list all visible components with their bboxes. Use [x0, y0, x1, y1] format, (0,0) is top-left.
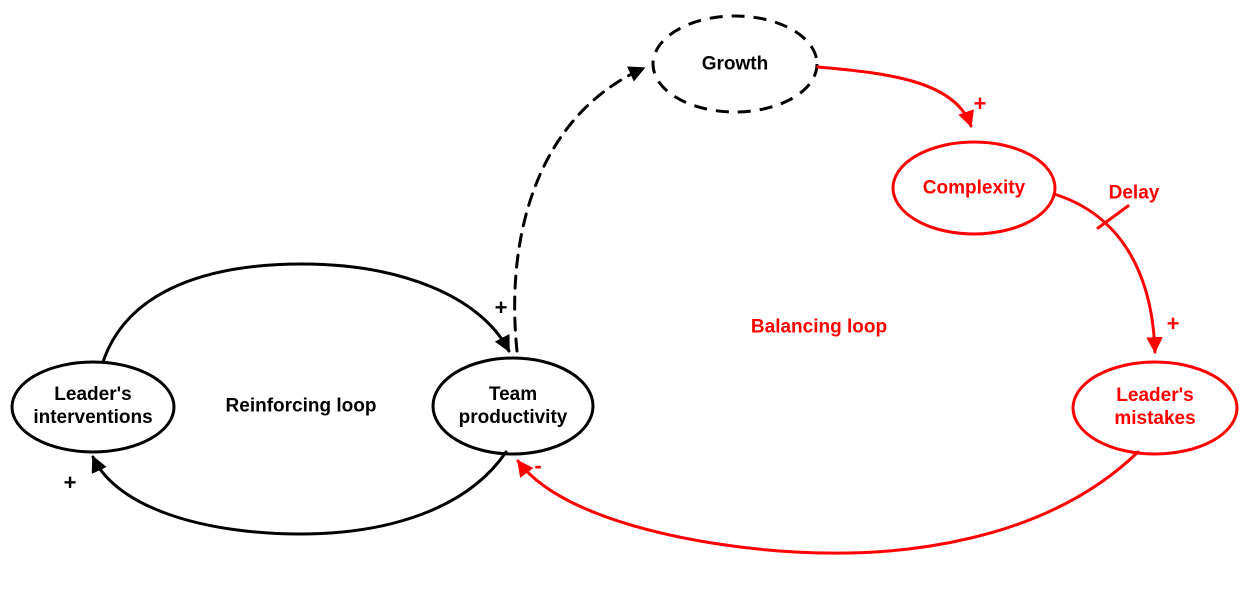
sign-plus-interventions-to-productivity: +: [494, 295, 508, 320]
node-growth-label: Growth: [701, 53, 769, 75]
edge-interventions-to-productivity: [101, 262, 511, 364]
sign-minus-mistakes-to-productivity: -: [534, 453, 542, 478]
sign-plus-complexity-to-mistakes: +: [1166, 311, 1180, 336]
node-complexity-ellipse: [891, 140, 1057, 236]
balancing-loop-label: Balancing loop: [750, 316, 888, 338]
edge-complexity-to-mistakes: [1052, 192, 1163, 354]
node-leaders-mistakes-ellipse: [1071, 360, 1239, 456]
edge-productivity-to-interventions: [91, 450, 508, 536]
node-leaders-interventions-ellipse: [10, 360, 176, 454]
delay-label: Delay: [1108, 182, 1160, 204]
node-leaders-mistakes-label: Leader's mistakes: [1114, 384, 1196, 429]
reinforcing-loop-label: Reinforcing loop: [225, 395, 377, 417]
edge-growth-to-complexity: [816, 65, 974, 128]
sign-plus-productivity-to-interventions: +: [63, 470, 77, 495]
edge-mistakes-to-productivity: [516, 450, 1140, 555]
node-team-productivity-ellipse: [431, 356, 595, 456]
node-complexity-label: Complexity: [922, 177, 1026, 199]
sign-plus-growth-to-complexity: +: [973, 91, 987, 116]
node-growth-ellipse: [651, 14, 819, 114]
node-team-productivity-label: Team productivity: [458, 383, 568, 428]
edge-productivity-to-growth-dashed: [513, 66, 646, 353]
node-leaders-interventions-label: Leader's interventions: [33, 383, 153, 428]
delay-tick-mark: [1096, 204, 1130, 230]
